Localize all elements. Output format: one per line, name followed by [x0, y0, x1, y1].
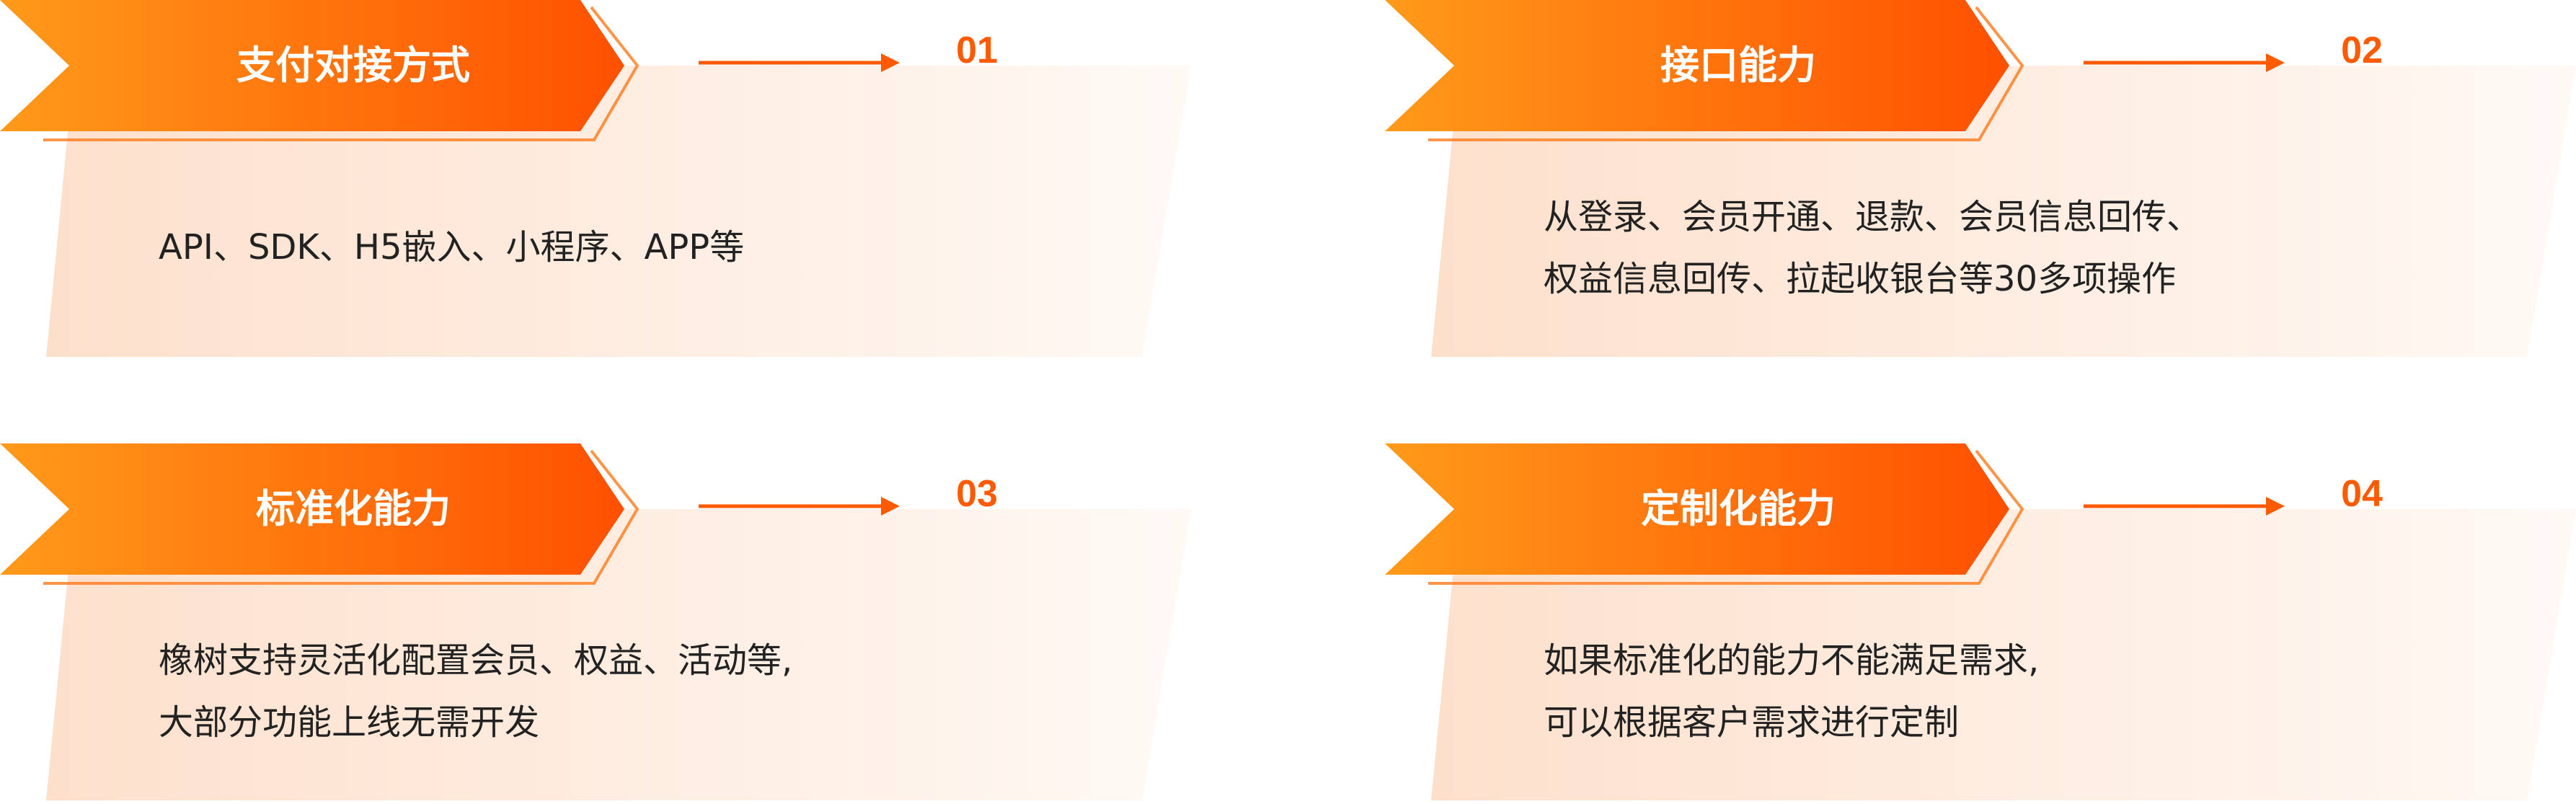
chevron-outline [1428, 449, 2024, 585]
card-number: 02 [2341, 30, 2383, 71]
title-chevron [0, 0, 624, 131]
title-chevron [1385, 443, 2009, 575]
card-body: 如果标准化的能力不能满足需求, 可以根据客户需求进行定制 [1544, 629, 2039, 754]
arrow-head-icon [881, 53, 900, 72]
card-number: 01 [956, 30, 998, 71]
title-chevron [1385, 0, 2009, 131]
card-title: 标准化能力 [256, 486, 451, 531]
card-number: 04 [2341, 473, 2383, 515]
card-graphic [1385, 0, 2576, 357]
card-graphic [0, 0, 1191, 357]
chevron-outline [43, 449, 639, 585]
card-body-line: 如果标准化的能力不能满足需求, [1544, 640, 2040, 681]
arrow-head-icon [2266, 497, 2285, 516]
card-graphic [1385, 443, 2576, 800]
card-body: 橡树支持灵活化配置会员、权益、活动等, 大部分功能上线无需开发 [159, 629, 792, 754]
arrow-head-icon [881, 497, 900, 516]
card-body-line: 橡树支持灵活化配置会员、权益、活动等, [159, 640, 793, 681]
card-body: 从登录、会员开通、退款、会员信息回传、权益信息回传、拉起收银台等30多项操作 [1544, 186, 2201, 310]
card-body-line: 可以根据客户需求进行定制 [1544, 702, 1960, 743]
card-title: 接口能力 [1660, 43, 1816, 88]
card-title: 定制化能力 [1641, 486, 1836, 531]
feature-card: 定制化能力 04 如果标准化的能力不能满足需求, 可以根据客户需求进行定制 [1385, 443, 2576, 804]
card-graphic [0, 443, 1191, 800]
card-body-line: 大部分功能上线无需开发 [159, 702, 540, 743]
card-body-line: API、SDK、H5嵌入、小程序、APP等 [159, 227, 745, 268]
arrow-head-icon [2266, 53, 2285, 72]
card-body-line: 从登录、会员开通、退款、会员信息回传、 [1544, 197, 2202, 237]
card-number: 03 [956, 473, 998, 515]
chevron-outline [43, 6, 639, 141]
card-body: API、SDK、H5嵌入、小程序、APP等 [159, 216, 744, 278]
chevron-outline [1428, 6, 2024, 141]
feature-card: 标准化能力 03 橡树支持灵活化配置会员、权益、活动等, 大部分功能上线无需开发 [0, 443, 1226, 804]
feature-card: 支付对接方式 01 API、SDK、H5嵌入、小程序、APP等 [0, 0, 1226, 361]
card-title: 支付对接方式 [236, 43, 470, 88]
title-chevron [0, 443, 624, 575]
card-body-line: 权益信息回传、拉起收银台等30多项操作 [1544, 259, 2177, 299]
feature-card: 接口能力 02 从登录、会员开通、退款、会员信息回传、权益信息回传、拉起收银台等… [1385, 0, 2576, 361]
